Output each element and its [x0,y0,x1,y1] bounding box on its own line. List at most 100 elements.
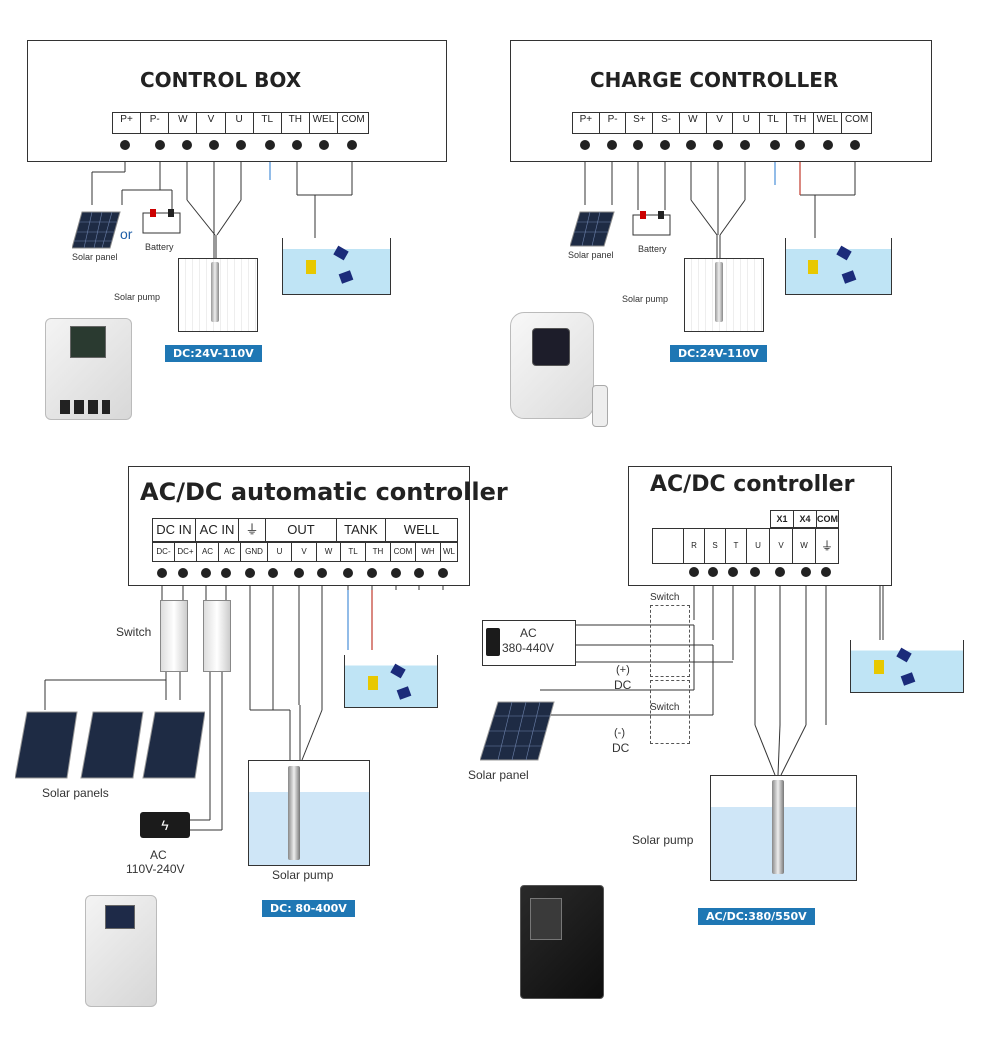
pump-label: Solar pump [632,833,694,847]
terminal-label: P- [600,113,627,133]
ac-source-box [482,620,576,666]
charge-controller-terminal-strip: P+ P- S+ S- W V U TL TH WEL COM [572,112,872,134]
solar-panel-icon [480,701,555,761]
solar-panel-icon [72,211,121,249]
terminal-label: TL [254,113,282,133]
terminal-label: COM [817,514,838,524]
terminal-label: V [197,113,226,133]
terminal-label: COM [845,114,869,125]
tank [850,640,964,693]
terminal-label: COM [341,114,365,125]
terminal-label: W [793,529,816,563]
terminal-label: WH [416,543,441,561]
device-display [530,898,562,940]
group-label: WELL [403,522,440,537]
acdc-controller-panel [628,466,892,586]
switch-top-label: Switch [650,592,680,603]
terminal-label: S- [653,113,680,133]
float-switch-low [874,660,884,674]
ac-label: AC [520,626,537,640]
terminal-label: V [707,113,734,133]
group-label: TANK [337,519,386,541]
battery-icon [632,211,671,236]
device-display [70,326,106,358]
switch-box-bottom [650,680,690,744]
terminal-label: V [770,529,793,563]
pump-body [211,262,219,322]
battery-label: Battery [638,244,667,254]
voltage-badge: DC: 80-400V [262,900,355,917]
group-label: OUT [266,519,337,541]
acdc-automatic-group-header: DC IN AC IN ⏚ OUT TANK WELL [152,518,458,542]
terminal-label: X4 [794,511,817,527]
terminal-label: AC [197,543,219,561]
control-box-title: CONTROL BOX [140,68,302,92]
control-box-terminal-strip: P+ P- W V U TL TH WEL COM [112,112,369,134]
terminal-label: X1 [771,511,794,527]
group-label: AC IN [196,519,239,541]
acdc-automatic-terminal-strip: DC- DC+ AC AC GND U V W TL TH COM WH WL [152,542,458,562]
terminal-label: U [226,113,254,133]
solar-panel-label: Solar panel [468,768,529,782]
dc-minus-label: DC [612,741,630,755]
switch-bottom-label: Switch [650,702,680,713]
terminal-label: R [684,529,705,563]
float-switch-low [808,260,818,274]
terminal-label: P+ [573,113,600,133]
ac-plug-icon: ϟ [140,812,190,838]
acdc-controller-title: AC/DC controller [650,472,855,497]
ac-label: AC [150,848,167,862]
control-box-panel [27,40,447,162]
switch-box-top [650,605,690,677]
well-box [248,760,370,866]
terminal-label: AC [219,543,241,561]
float-switch-low [368,676,378,690]
charge-controller-panel [510,40,932,162]
terminal-label: V [292,543,317,561]
ground-symbol-icon: ⏚ [239,519,266,541]
terminal-label: DC- [153,543,175,561]
solar-panel-label: Solar panel [72,252,118,262]
terminal-label: TH [282,113,310,133]
switch-label: Switch [116,625,152,639]
or-label: or [120,226,133,242]
solar-panel-icon [570,211,615,247]
voltage-badge: AC/DC:380/550V [698,908,815,925]
terminal-label: T [726,529,747,563]
solar-panels-array-icon [15,711,205,779]
ac-voltage-label: 380-440V [502,641,555,655]
device-display [105,905,135,929]
terminal-label: COM [391,543,416,561]
terminal-label: S [705,529,726,563]
terminal-label: WL [443,547,455,556]
terminal-label: GND [241,543,268,561]
terminal-label: TH [366,543,391,561]
solar-panel-label: Solar panel [568,250,614,260]
tank [344,655,438,708]
float-switch-low [306,260,316,274]
pump-label: Solar pump [272,868,334,882]
dc-plus-sign: (+) [616,664,630,676]
ac-voltage-label: 110V-240V [126,862,185,876]
acdc-automatic-panel [128,466,470,586]
battery-icon [142,209,181,234]
acdc-controller-top-terminals: X1 X4 COM [770,510,839,528]
terminal-label: DC+ [175,543,197,561]
device-cable-glands [60,400,110,414]
well-box [684,258,764,332]
terminal-label: P+ [113,113,142,133]
terminal-label: WEL [814,113,843,133]
acdc-controller-terminal-strip: R S T U V W ⏚ [652,528,839,564]
terminal-label: U [268,543,292,561]
pump-body [715,262,723,322]
breaker-ac [203,600,231,672]
ground-symbol-icon: ⏚ [820,539,833,553]
pump-body [288,766,300,860]
battery-label: Battery [145,242,174,252]
terminal-label: TL [760,113,787,133]
terminal-label: TH [787,113,814,133]
terminal-label: P- [141,113,170,133]
tank [785,238,892,295]
terminal-label: W [680,113,707,133]
terminal-label: WEL [310,113,338,133]
